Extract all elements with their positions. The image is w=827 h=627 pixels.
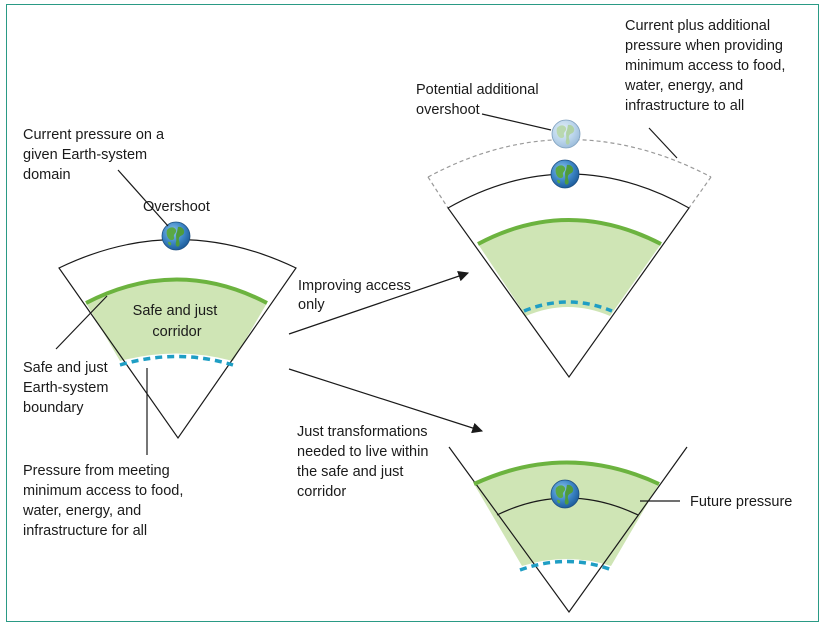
earth-globe-icon xyxy=(161,221,191,251)
tr-overshoot-side-left xyxy=(427,176,449,209)
potential-overshoot-label: Potential additional overshoot xyxy=(416,82,543,118)
tr-overshoot-side-right xyxy=(688,176,712,209)
improving-access-label: Improving access only xyxy=(298,278,415,313)
earth-globe-icon xyxy=(550,479,580,509)
left-corridor-band xyxy=(86,279,267,361)
corridor-label: Safe and just corridor xyxy=(133,303,222,340)
min-access-label: Pressure from meeting minimum access to … xyxy=(22,463,187,539)
leader-boundary xyxy=(55,295,108,350)
br-boundary-arc xyxy=(473,460,660,486)
leader-current-pressure xyxy=(117,169,169,227)
leader-potential-overshoot xyxy=(481,113,552,131)
boundary-label: Safe and just Earth-system boundary xyxy=(23,360,112,416)
arrow-just-transformations xyxy=(288,368,484,434)
current-plus-label: Current plus additional pressure when pr… xyxy=(624,18,789,114)
left-min-access-arc xyxy=(119,354,234,367)
br-min-access-arc xyxy=(519,559,613,572)
left-diagram xyxy=(58,221,297,440)
overshoot-label: Overshoot xyxy=(143,199,210,215)
tr-sector-outline xyxy=(447,173,690,379)
bottom-right-diagram xyxy=(448,446,688,614)
left-sector-outline xyxy=(58,238,297,440)
current-pressure-label: Current pressure on a given Earth-system… xyxy=(23,127,168,183)
tr-boundary-arc xyxy=(477,218,662,246)
leader-current-plus xyxy=(648,127,678,159)
br-corridor-band xyxy=(474,462,659,566)
earth-globe-icon xyxy=(550,159,580,189)
earth-globe-faded-icon xyxy=(551,119,581,149)
just-transformations-label: Just transformations needed to live with… xyxy=(297,424,432,500)
tr-corridor-band xyxy=(478,220,661,316)
arrow-improving-access xyxy=(288,271,470,335)
future-pressure-label: Future pressure xyxy=(690,494,792,510)
br-sector-outline xyxy=(448,446,688,614)
left-boundary-arc xyxy=(85,277,268,305)
figure-frame xyxy=(6,4,819,622)
top-right-diagram xyxy=(427,119,712,379)
